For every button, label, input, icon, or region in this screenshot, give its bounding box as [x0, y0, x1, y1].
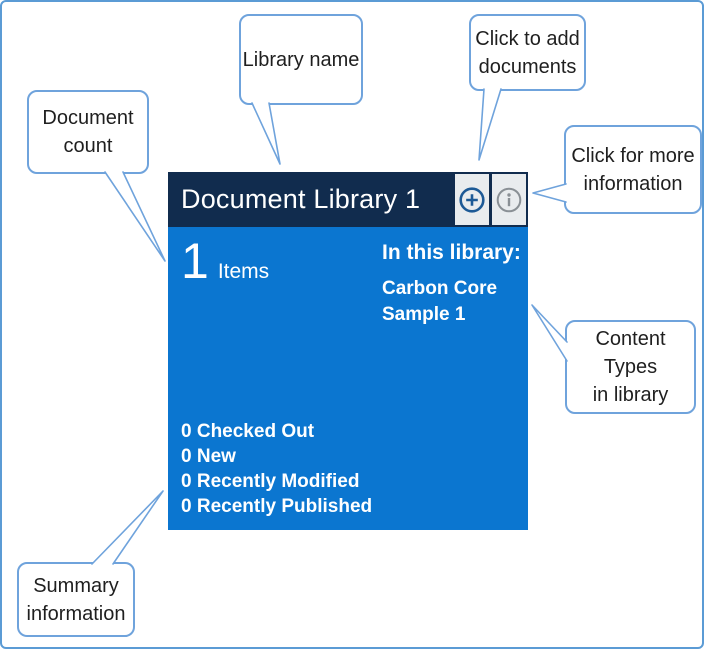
callout-summary-information: Summary information — [17, 562, 135, 637]
callout-text: information — [26, 602, 126, 625]
callout-content-types: Content Types in library — [565, 320, 696, 414]
callout-text: Content Types — [595, 328, 666, 378]
callout-text: Document — [42, 107, 134, 129]
tile-header-buttons — [455, 174, 526, 225]
summary-item-new: 0 New — [181, 446, 236, 467]
callout-text: Summary — [33, 574, 119, 597]
summary-item-recently-published: 0 Recently Published — [181, 496, 373, 517]
callout-document-count: Document count — [27, 90, 149, 174]
pointer-click-for-more — [532, 183, 567, 203]
pointer-content-types — [531, 304, 568, 362]
in-library-heading: In this library: — [382, 241, 521, 264]
callout-text: information — [583, 172, 683, 195]
summary-item-checked-out: 0 Checked Out — [181, 421, 315, 442]
item-count-label: Items — [217, 260, 270, 283]
item-count-row: 1 Items — [181, 235, 269, 288]
content-type-item: Sample 1 — [382, 304, 466, 325]
more-information-button[interactable] — [492, 174, 526, 225]
callout-text: count — [63, 135, 113, 157]
tile-body: 1 Items In this library: Carbon Core Sam… — [168, 227, 528, 530]
content-type-list: Carbon Core Sample 1 — [382, 276, 521, 328]
add-documents-button[interactable] — [455, 174, 489, 225]
pointer-summary-information — [91, 490, 164, 565]
callout-text: Click for more — [571, 144, 695, 167]
library-title: Document Library 1 — [181, 184, 421, 214]
summary-item-recently-modified: 0 Recently Modified — [181, 471, 360, 492]
tile-header: Document Library 1 — [168, 172, 528, 227]
plus-circle-icon — [458, 186, 486, 214]
callout-library-name: Library name — [239, 14, 363, 105]
callout-text: Library name — [242, 48, 360, 71]
callout-text: in library — [592, 384, 669, 406]
callout-click-to-add: Click to add documents — [469, 14, 586, 91]
pointer-document-count — [104, 171, 166, 262]
content-type-item: Carbon Core — [382, 278, 498, 299]
callout-click-for-more-information: Click for more information — [564, 125, 702, 214]
summary-list: 0 Checked Out 0 New 0 Recently Modified … — [181, 419, 372, 519]
pointer-click-to-add — [478, 88, 502, 161]
in-library-block: In this library: Carbon Core Sample 1 — [382, 241, 521, 328]
callout-text: documents — [478, 55, 577, 78]
pointer-library-name — [251, 102, 281, 165]
document-library-tile[interactable]: Document Library 1 — [168, 172, 528, 530]
info-circle-icon — [495, 186, 523, 214]
item-count-value: 1 — [181, 233, 209, 289]
callout-text: Click to add — [475, 27, 580, 50]
